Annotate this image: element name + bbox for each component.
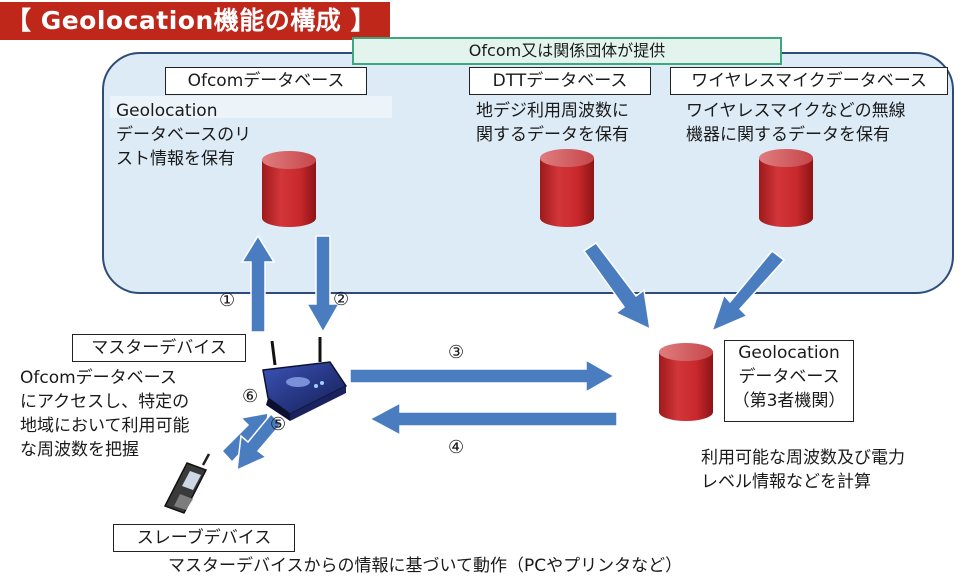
geo-db-desc-line2: レベル情報などを計算 [701, 472, 871, 492]
master-device-icon [262, 337, 348, 421]
step-1-label: ① [219, 290, 236, 311]
arrow-step-3 [349, 358, 616, 394]
ofcom-db-desc-line2: データベースのリ [116, 125, 252, 145]
geolocation-database-icon [659, 343, 713, 421]
master-device-label: マスターデバイス [72, 334, 246, 362]
ofcom-db-desc-line3: スト情報を保有 [116, 149, 235, 169]
geo-db-label-line2: データベース [738, 367, 840, 387]
ofcom-db-label: Ofcomデータベース [165, 67, 367, 95]
step-4-label: ④ [448, 437, 465, 458]
master-desc-line4: な周波数を把握 [20, 440, 139, 460]
ofcom-db-desc-line1: Geolocation [116, 101, 218, 121]
geo-db-label-box: Geolocation データベース （第3者機関） [724, 340, 854, 422]
arrow-dtt-to-geo [582, 241, 651, 331]
dtt-db-label: DTTデータベース [469, 67, 651, 95]
geo-db-label-line3: （第3者機関） [732, 391, 846, 411]
master-desc-line1: Ofcomデータベース [20, 368, 177, 388]
step-3-label: ③ [448, 342, 465, 363]
slave-desc: マスターデバイスからの情報に基づいて動作（PCやプリンタなど） [168, 556, 683, 576]
slave-device-label: スレーブデバイス [113, 524, 295, 552]
page-title: 【 Geolocation機能の構成 】 [0, 2, 390, 40]
geo-db-label-line1: Geolocation [738, 343, 840, 363]
dtt-database-icon [540, 149, 594, 227]
wireless-db-desc-line2: 機器に関するデータを保有 [686, 125, 890, 145]
wireless-db-desc-line1: ワイヤレスマイクなどの無線 [686, 101, 906, 121]
slave-device-icon [163, 453, 211, 514]
wireless-database-icon [759, 149, 813, 227]
arrow-wireless-to-geo [710, 249, 786, 333]
arrow-step-5 [236, 412, 283, 472]
step-6-label: ⑥ [242, 386, 259, 407]
wireless-db-label: ワイヤレスマイクデータベース [670, 67, 948, 95]
master-desc-line2: にアクセスし、特定の [20, 392, 190, 412]
arrow-step-4 [368, 401, 618, 437]
ofcom-desc-shade [110, 96, 392, 118]
dtt-db-desc-line2: 関するデータを保有 [476, 125, 629, 145]
arrow-step-2 [305, 235, 341, 334]
ofcom-database-icon [262, 151, 316, 227]
step-2-label: ② [333, 289, 350, 310]
master-desc-line3: 地域において利用可能 [20, 416, 190, 436]
geo-db-desc-line1: 利用可能な周波数及び電力 [701, 448, 905, 468]
step-5-label: ⑤ [270, 414, 287, 435]
arrow-step-1 [240, 234, 276, 333]
provider-label: Ofcom又は関係団体が提供 [352, 37, 782, 65]
dtt-db-desc-line1: 地デジ利用周波数に [476, 101, 629, 121]
